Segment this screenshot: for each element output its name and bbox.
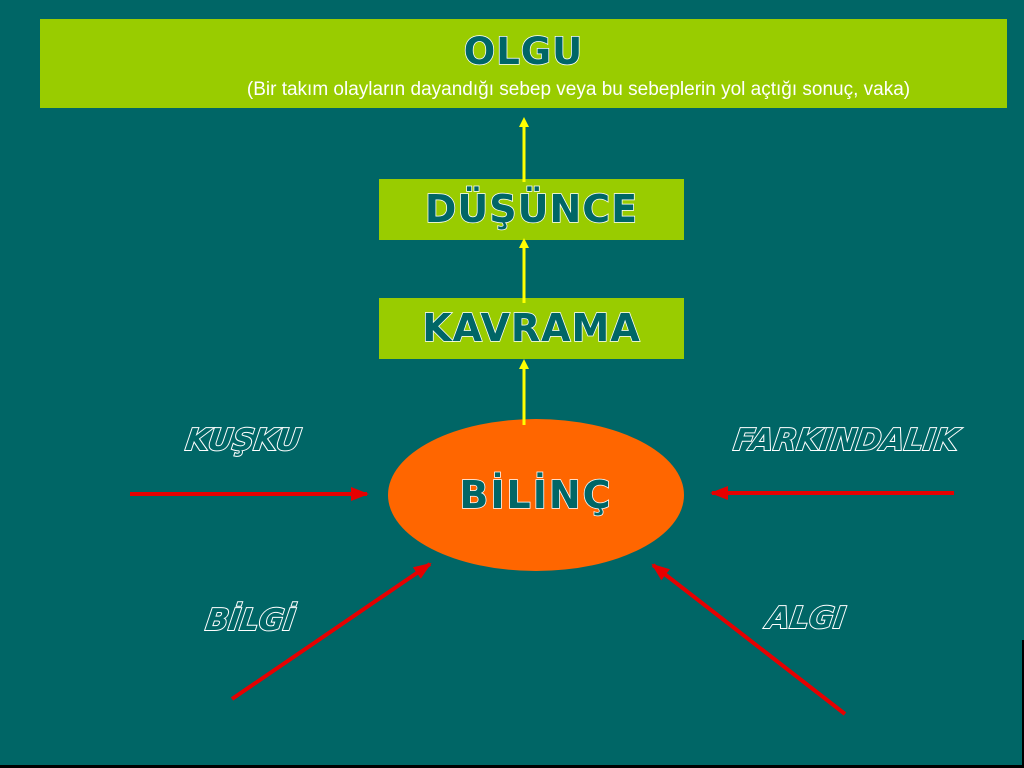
olgu-box: OLGU (Bir takım olayların dayandığı sebe… <box>40 19 1007 108</box>
kavrama-title: KAVRAMA <box>421 305 641 351</box>
bilinc-ellipse: BİLİNÇ <box>388 419 684 571</box>
right-edge-bar <box>1022 640 1024 768</box>
dusunce-title: DÜŞÜNCE <box>424 186 639 232</box>
dusunce-box: DÜŞÜNCE <box>379 179 684 240</box>
olgu-title: OLGU <box>463 30 584 73</box>
label-bilgi: BİLGİ <box>203 602 299 639</box>
olgu-description: (Bir takım olayların dayandığı sebep vey… <box>246 79 911 100</box>
label-farkindalik: FARKINDALIK <box>731 422 962 459</box>
arrow-algi-to-bilinc <box>651 563 847 716</box>
label-algi: ALGI <box>764 600 849 637</box>
bottom-edge-bar <box>0 765 1024 768</box>
bilinc-title: BİLİNÇ <box>459 472 613 518</box>
kavrama-box: KAVRAMA <box>379 298 684 359</box>
arrow-bilgi-to-bilinc <box>230 562 432 701</box>
label-kusku: KUŞKU <box>183 422 305 459</box>
